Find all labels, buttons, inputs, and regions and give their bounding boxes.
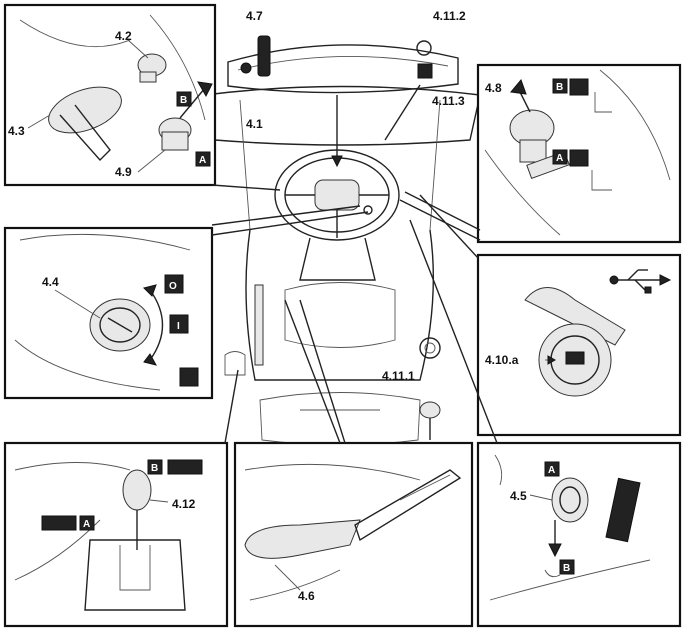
pto-knob bbox=[551, 477, 589, 523]
lights-off-icon bbox=[569, 149, 589, 167]
lever-4-3 bbox=[48, 86, 122, 134]
tag-b-range: B bbox=[151, 463, 158, 474]
callout-4-1: 4.1 bbox=[246, 117, 263, 131]
callout-4-7: 4.7 bbox=[246, 9, 263, 23]
panel-handbrake bbox=[233, 441, 474, 628]
vehicle-interior bbox=[204, 44, 481, 446]
callout-4-12: 4.12 bbox=[172, 497, 196, 511]
dashboard-display bbox=[227, 44, 459, 94]
panel-ignition-switch bbox=[3, 226, 214, 400]
lights-on-icon bbox=[167, 459, 203, 475]
preheat-icon bbox=[179, 367, 199, 387]
callout-4-5: 4.5 bbox=[510, 489, 527, 503]
callout-4-9: 4.9 bbox=[115, 165, 132, 179]
panel-pull-switch bbox=[476, 63, 682, 244]
callout-4-11-1: 4.11.1 bbox=[382, 369, 415, 383]
ignition-on-icon bbox=[169, 314, 189, 334]
callout-4-11-2: 4.11.2 bbox=[433, 9, 466, 23]
callout-labels: 4.7 4.11.2 4.11.3 4.2 4.3 4.9 4.1 4.8 4.… bbox=[8, 9, 527, 603]
callout-4-3: 4.3 bbox=[8, 124, 25, 138]
callout-4-11-3: 4.11.3 bbox=[432, 94, 465, 108]
lights-on-icon bbox=[569, 78, 589, 96]
usb-icon bbox=[609, 269, 672, 294]
tag-b-key: B bbox=[180, 95, 187, 106]
gauge-icon bbox=[416, 40, 432, 56]
pto-symbol-plate bbox=[605, 477, 641, 543]
usb-cover bbox=[524, 287, 626, 346]
callout-4-6: 4.6 bbox=[298, 589, 315, 603]
tag-a-range: A bbox=[83, 519, 90, 530]
parking-brake-icon bbox=[41, 515, 77, 531]
range-lever-knob bbox=[122, 469, 152, 511]
panel-pto-knob bbox=[476, 441, 682, 628]
indicator-light bbox=[240, 62, 252, 74]
hour-meter-icon bbox=[257, 35, 271, 77]
ignition-off-icon bbox=[164, 274, 184, 294]
tag-a-key: A bbox=[199, 155, 206, 166]
callout-4-10-a: 4.10.a bbox=[485, 353, 519, 367]
warning-icon bbox=[417, 63, 433, 79]
panel-usb-port bbox=[476, 253, 682, 437]
connector-lines bbox=[211, 84, 498, 444]
tag-a-pto: A bbox=[548, 465, 555, 476]
tag-i-ignition: I bbox=[177, 321, 180, 332]
tag-a-switch: A bbox=[556, 153, 563, 164]
callout-4-2: 4.2 bbox=[115, 29, 132, 43]
handbrake-handle bbox=[244, 519, 361, 559]
handbrake-lever-center bbox=[254, 284, 264, 366]
letter-tags: B A B A O I B A A B bbox=[83, 78, 575, 575]
panel-range-lever bbox=[3, 441, 229, 628]
tag-b-pto: B bbox=[563, 563, 570, 574]
tag-o-ignition: O bbox=[169, 281, 177, 292]
ignition-slot bbox=[363, 205, 373, 215]
callout-4-8: 4.8 bbox=[485, 81, 502, 95]
callout-4-4: 4.4 bbox=[42, 275, 59, 289]
tag-b-switch: B bbox=[556, 82, 563, 93]
